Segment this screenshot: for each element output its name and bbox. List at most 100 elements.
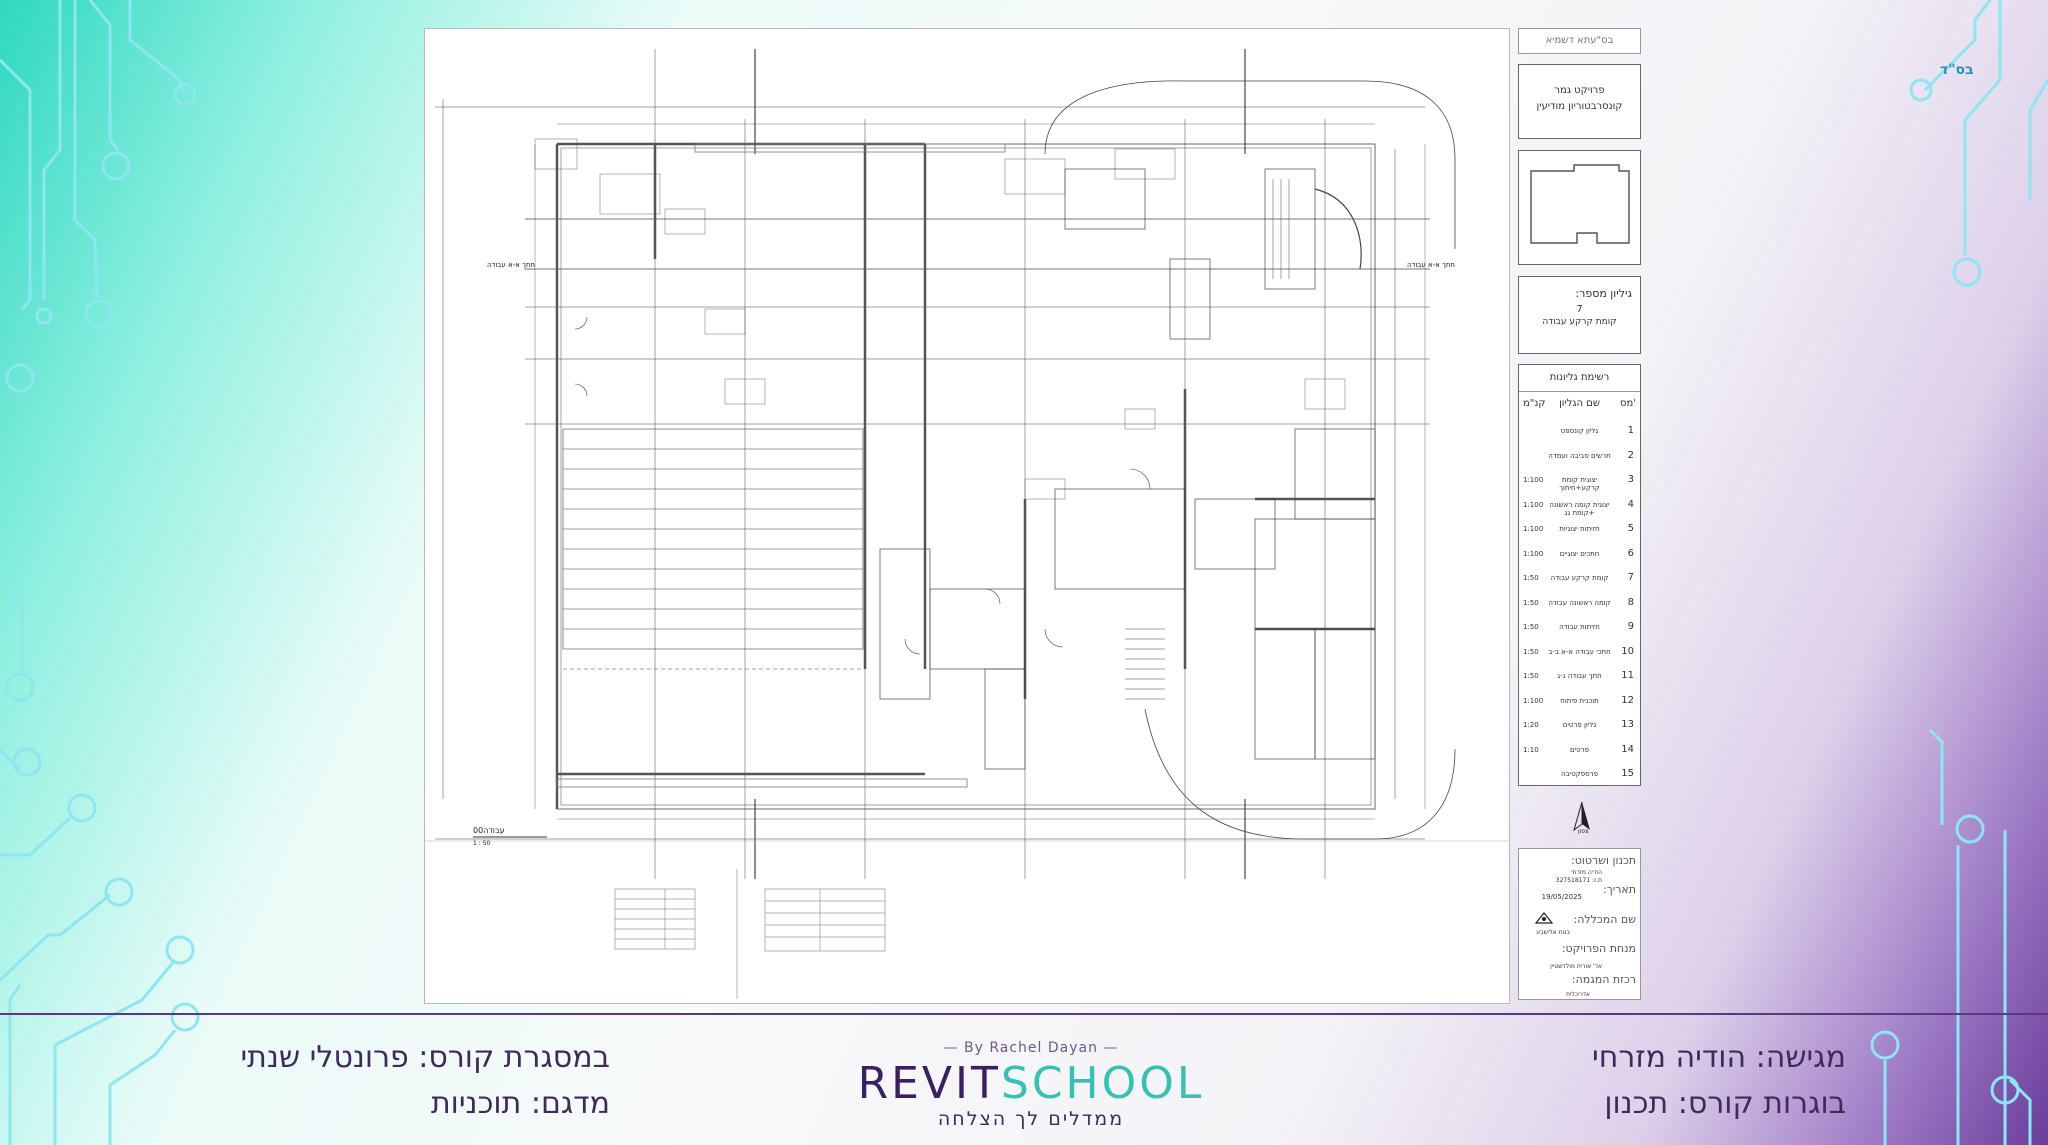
sheet-row-name: תרשים סביבה ועמדה (1548, 451, 1611, 460)
project-name: קונסרבטוריון מודיעין (1536, 101, 1623, 112)
north-arrow: צפון (1570, 800, 1600, 840)
sheet-row-name: קומת קרקע עבודה (1550, 574, 1609, 582)
major-label: רכזת המגמה: (1571, 973, 1636, 986)
sheet-row-scale: 1:20 (1523, 721, 1539, 729)
sheet-row-name: תוכנית פיתוח (1560, 696, 1599, 705)
sheet-row-num: 14 (1621, 743, 1634, 755)
logo-tagline: ממדלים לך הצלחה (937, 1108, 1125, 1130)
sheet-row-name: גליון קונספט (1560, 427, 1599, 435)
sheet-row-name: יצוגית קומת קרקע+חיתוך (1559, 476, 1600, 492)
sheet-list-header: מס' שם הגליון קנ"מ (1519, 395, 1640, 415)
sheet-row-name: חתכים יצוגיים (1559, 549, 1600, 558)
sheet-list-row: 1 גליון קונספט (1519, 417, 1640, 442)
sheet-list-row: 9 חזיתות עבודה 1:50 (1519, 613, 1640, 638)
drafter-id: ת.ז: 327518171 (1555, 877, 1602, 884)
sheet-row-scale: 1:50 (1523, 647, 1539, 656)
sheet-row-name: גליון פרטים (1562, 721, 1597, 729)
floor-plan-drawing (425, 49, 1509, 999)
sheet-list-row: 6 חתכים יצוגיים 1:100 (1519, 540, 1640, 565)
north-arrow-icon (1573, 801, 1590, 832)
sheet-row-num: 15 (1621, 768, 1634, 779)
footer-divider (0, 1013, 2048, 1015)
sheet-list-row: 4 יצוגית קומה ראשונה +קומת גג 1:100 (1519, 491, 1640, 517)
corner-logo: בס"ד (1940, 62, 1974, 78)
revitschool-logo: REVITSCHOOL (856, 1058, 1206, 1109)
sheet-row-num: 8 (1627, 596, 1634, 608)
col-name: שם הגליון (1559, 398, 1600, 409)
sheet-list-row: 12 תוכנית פיתוח 1:100 (1519, 687, 1640, 712)
sheet-row-num: 6 (1627, 547, 1634, 559)
sheet-list-row: 8 קומה ראשונה עבודה 1:50 (1519, 589, 1640, 614)
sheet-list-title: רשימת גליונות (1549, 372, 1610, 383)
sheet-row-name: פרטים (1569, 745, 1590, 754)
logo-school: SCHOOL (1000, 1058, 1205, 1109)
section-label-right: חתך א-א עבודה (1407, 261, 1455, 269)
logo-revit: REVIT (857, 1058, 1001, 1109)
sheet-row-num: 12 (1621, 694, 1634, 706)
sheet-list-row: 11 חתך עבודה ג-ג 1:50 (1519, 662, 1640, 687)
sheet-row-name: חזיתות עבודה (1559, 623, 1600, 631)
guide-label: מנחת הפרויקט: (1561, 942, 1636, 955)
date-label: תאריך: (1603, 883, 1636, 896)
college-label: שם המכללה: (1573, 913, 1636, 926)
sheet-row-scale: 1:50 (1523, 672, 1539, 680)
col-scale: קנ"מ (1523, 398, 1546, 409)
section-label-left: חתך א-א עבודה (487, 261, 535, 269)
sheet-row-num: 7 (1627, 572, 1634, 583)
project-title: פרויקט גמר (1554, 85, 1605, 96)
sheet-number-box: גיליון מספר: 7 קומת קרקע עבודה (1518, 276, 1641, 354)
sheet-row-num: 9 (1627, 621, 1634, 632)
sheet-list-row: 2 תרשים סביבה ועמדה (1519, 442, 1640, 467)
sheet-row-num: 10 (1621, 645, 1634, 657)
project-name-box: פרויקט גמר קונסרבטוריון מודיעין (1518, 64, 1641, 139)
sheet-row-scale: 1:100 (1523, 525, 1544, 533)
drafter-label: תכנון ושרטוט: (1571, 854, 1636, 867)
course-frame-text: במסגרת קורס: פרונטלי שנתי (240, 1040, 610, 1075)
sheet-row-scale: 1:10 (1523, 745, 1539, 754)
track-text: מדגם: תוכניות (430, 1086, 610, 1121)
sheet-row-num: 4 (1627, 498, 1634, 510)
view-title: 00עבודה (473, 826, 505, 835)
college-logo-icon (1534, 912, 1554, 924)
sheet-row-scale: 1:100 (1523, 500, 1544, 509)
sheet-list-row: 5 חזיתות יצוגיות 1:100 (1519, 515, 1640, 540)
sheet-name: קומת קרקע עבודה (1542, 317, 1617, 327)
sheet-row-name: פרספקטיבה (1561, 770, 1598, 778)
sheet-number-label: גיליון מספר: (1575, 287, 1632, 300)
sheet-row-name: חתך עבודה ג-ג (1557, 672, 1602, 680)
sheet-row-num: 5 (1627, 523, 1634, 534)
col-num: מס' (1619, 398, 1636, 409)
sheet-row-name: חתכי עבודה א-א ב-ב (1548, 647, 1611, 656)
sheet-row-name: חזיתות יצוגיות (1559, 525, 1600, 533)
sheet-row-scale: 1:50 (1523, 623, 1539, 631)
sheet-row-num: 11 (1621, 670, 1634, 681)
title-block-header: בס"עתא דשמיא (1518, 28, 1641, 54)
north-label: צפון (1578, 828, 1589, 835)
sheet-row-scale: 1:100 (1523, 549, 1544, 558)
view-scale: 1 : 50 (473, 840, 491, 847)
sheet-row-scale: 1:100 (1523, 476, 1544, 484)
sheet-row-num: 3 (1627, 474, 1634, 485)
logo-byline: — By Rachel Dayan — (943, 1040, 1119, 1056)
guide-name: אד' אורית מולדשטיין (1550, 963, 1602, 970)
matriculation-text: בוגרות קורס: תכנון (1604, 1086, 1846, 1121)
sheet-row-name: קומה ראשונה עבודה (1548, 598, 1611, 607)
drafter-name: הודיה מזרחי (1571, 869, 1602, 876)
drawing-sheet: 00עבודה 1 : 50 חתך א-א עבודה חתך א-א עבו… (424, 28, 1510, 1004)
sheet-list-row: 15 פרספקטיבה (1519, 760, 1640, 785)
sheet-row-scale: 1:50 (1523, 574, 1539, 582)
sheet-row-num: 2 (1627, 449, 1634, 461)
sheet-row-name: יצוגית קומה ראשונה +קומת גג (1549, 500, 1610, 517)
college-name: בנות אלישבע (1536, 929, 1570, 936)
sheet-number: 7 (1576, 304, 1583, 315)
sheet-row-scale: 1:100 (1523, 696, 1544, 705)
drafter-info-box: תכנון ושרטוט: הודיה מזרחי ת.ז: 327518171… (1518, 848, 1641, 1000)
sheet-list-row: 14 פרטים 1:10 (1519, 736, 1640, 761)
major-name: אדריכלית (1566, 991, 1590, 998)
sheet-row-num: 1 (1627, 425, 1634, 436)
key-plan-box (1518, 150, 1641, 265)
sheet-list-row: 10 חתכי עבודה א-א ב-ב 1:50 (1519, 638, 1640, 663)
sheet-row-scale: 1:50 (1523, 598, 1539, 607)
sheet-list-row: 3 יצוגית קומת קרקע+חיתוך 1:100 (1519, 466, 1640, 492)
